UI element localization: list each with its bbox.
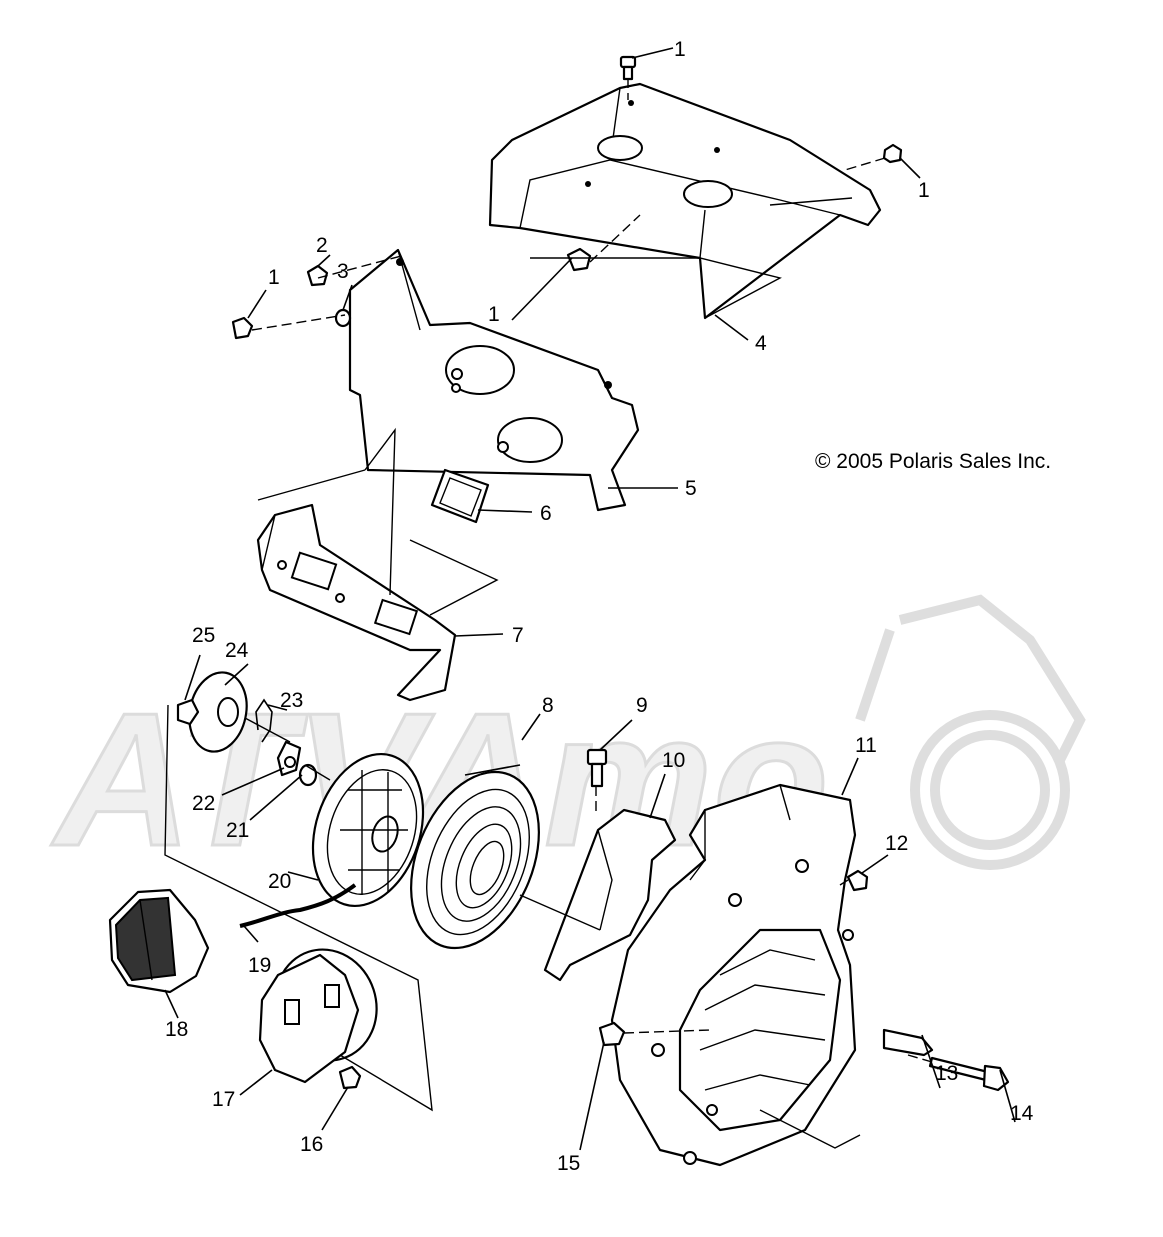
callout-22: 22 (192, 792, 215, 815)
callout-10: 10 (662, 749, 685, 772)
callout-25: 25 (192, 624, 215, 647)
leader-lines (164, 47, 1016, 1151)
bolt-1-top (619, 55, 637, 81)
bolt-16 (338, 1065, 362, 1090)
ratchet (276, 740, 302, 777)
callout-8: 8 (542, 694, 554, 717)
guide-lines (164, 257, 861, 1149)
callout-19: 19 (248, 954, 271, 977)
assembly-lines (251, 78, 933, 1063)
spring-clip (255, 698, 273, 743)
callout-12: 12 (885, 832, 908, 855)
ratchet-spring (298, 763, 318, 787)
top-shroud (488, 82, 882, 320)
callout-15: 15 (557, 1152, 580, 1175)
callout-3: 3 (337, 260, 349, 283)
bolt-9 (586, 748, 608, 788)
callout-13: 13 (935, 1062, 958, 1085)
callout-20: 20 (268, 870, 291, 893)
callout-16: 16 (300, 1133, 323, 1156)
nut-2 (306, 264, 329, 287)
fan-housing (610, 783, 857, 1167)
copyright-notice: © 2005 Polaris Sales Inc. (815, 450, 1051, 473)
callout-17: 17 (212, 1088, 235, 1111)
bolt-1-mid (566, 247, 592, 272)
callout-14: 14 (1010, 1102, 1034, 1125)
washer-3 (334, 308, 352, 328)
nut-12 (846, 869, 869, 892)
callout-21: 21 (226, 819, 249, 842)
starter-cup (258, 948, 378, 1084)
callout-9: 9 (636, 694, 648, 717)
lower-bracket (256, 503, 457, 702)
callout-2: 2 (316, 234, 328, 257)
guide-plate (543, 808, 677, 982)
callout-23: 23 (280, 689, 303, 712)
callout-1-mid: 1 (488, 303, 500, 326)
callout-1-right: 1 (918, 179, 930, 202)
bolt-1-left (231, 316, 254, 340)
callout-4: 4 (755, 332, 767, 355)
exhaust-gasket (430, 468, 490, 524)
callout-1-left: 1 (268, 266, 280, 289)
starter-rope (239, 883, 357, 928)
bolt-1-right (882, 143, 903, 164)
starter-handle (108, 888, 210, 994)
callout-numbers: 1 1 1 1 2 3 4 5 6 7 8 9 10 11 12 13 14 1… (165, 38, 1034, 1175)
callout-18: 18 (165, 1018, 188, 1041)
recoil-spring (410, 764, 540, 950)
recoil-pulley (311, 752, 425, 908)
callout-11: 11 (855, 734, 877, 757)
callout-7: 7 (512, 624, 524, 647)
bolt-14 (928, 1056, 1010, 1092)
callout-24: 24 (225, 639, 249, 662)
callout-1-top: 1 (674, 38, 686, 61)
callout-5: 5 (685, 477, 697, 500)
nut-25 (176, 698, 200, 726)
callout-6: 6 (540, 502, 552, 525)
middle-shroud (348, 248, 640, 512)
